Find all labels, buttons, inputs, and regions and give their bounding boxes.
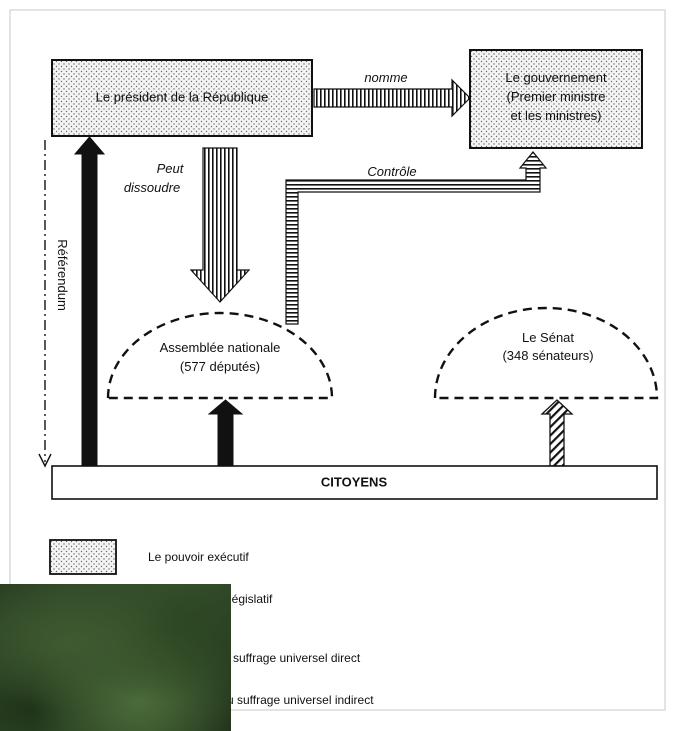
nomme-arrow: [313, 78, 471, 118]
diagram-frame: [9, 9, 666, 711]
assemblee-label-line1: Assemblée nationale: [160, 340, 281, 355]
referendum-arrowhead: [38, 453, 52, 468]
citoyens-bar: [51, 465, 658, 500]
photo-overlay: [0, 584, 231, 731]
citoyens-label: CITOYENS: [321, 474, 388, 489]
controle-arrow: [285, 151, 548, 325]
president-box: [51, 59, 313, 137]
nomme-label: nomme: [364, 70, 407, 85]
dissoudre-label: dissoudre: [124, 180, 180, 195]
controle-label: Contrôle: [367, 164, 416, 179]
legend-legislatif-label: législatif: [229, 592, 273, 606]
legend-executif-label: Le pouvoir exécutif: [148, 550, 249, 564]
legend-indirect-label: u suffrage universel indirect: [227, 693, 374, 707]
dissoudre-arrow: [189, 147, 251, 303]
government-label-line2: (Premier ministre: [507, 89, 606, 104]
government-label-line1: Le gouvernement: [505, 70, 607, 85]
assemblee-dome: [106, 311, 334, 400]
peut-label: Peut: [157, 161, 185, 176]
government-label-line3: et les ministres): [510, 108, 601, 123]
president-election-arrow: [73, 136, 106, 467]
government-box: [469, 49, 643, 149]
president-label: Le président de la République: [96, 89, 269, 104]
assemblee-election-arrow: [207, 399, 244, 467]
senat-label-line2: (348 sénateurs): [502, 348, 593, 363]
referendum-label: Référendum: [55, 239, 70, 311]
senat-dome: [433, 306, 659, 400]
assemblee-label-line2: (577 députés): [180, 359, 260, 374]
senat-election-arrow: [540, 399, 574, 467]
legend-executif-swatch: [49, 539, 117, 575]
legend-direct-label: suffrage universel direct: [233, 651, 361, 665]
senat-label-line1: Le Sénat: [522, 330, 574, 345]
